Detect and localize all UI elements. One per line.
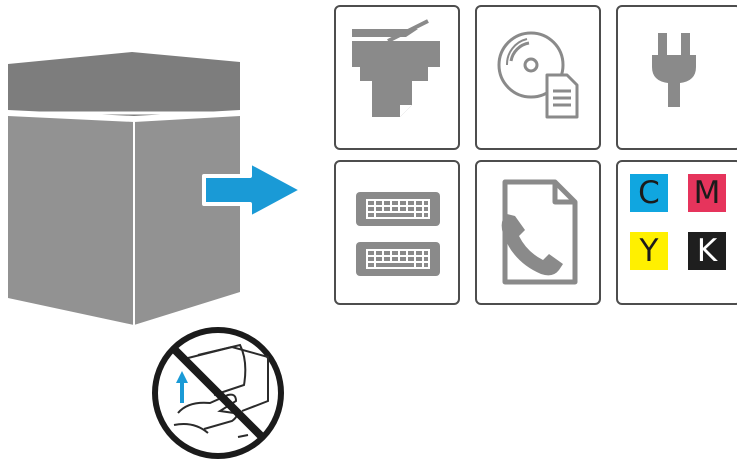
tile-scanner: [334, 5, 460, 150]
right-arrow-icon: [200, 160, 310, 220]
toner-magenta-swatch: M: [688, 174, 726, 212]
scanner-copier-icon: [336, 7, 458, 148]
toner-magenta-label: M: [694, 175, 721, 211]
tile-software: [475, 5, 601, 150]
toner-yellow-swatch: Y: [630, 232, 668, 270]
toner-cyan-label: C: [638, 175, 660, 211]
tile-keyboard: [334, 160, 460, 305]
power-plug-icon: [618, 7, 737, 148]
keyboard-icon: [336, 162, 458, 303]
tile-power: [616, 5, 737, 150]
do-not-lift-by-control-panel-icon: [148, 325, 288, 459]
printer-top-panel: [8, 52, 240, 116]
software-cd-document-icon: [477, 7, 599, 148]
toner-yellow-label: Y: [640, 233, 659, 269]
toner-black-swatch: K: [688, 232, 726, 270]
toner-black-label: K: [697, 233, 717, 269]
fax-document-icon: [477, 162, 599, 303]
printer-body: [8, 116, 240, 325]
tile-toner: C M Y K: [616, 160, 737, 305]
tile-fax: [475, 160, 601, 305]
toner-cyan-swatch: C: [630, 174, 668, 212]
